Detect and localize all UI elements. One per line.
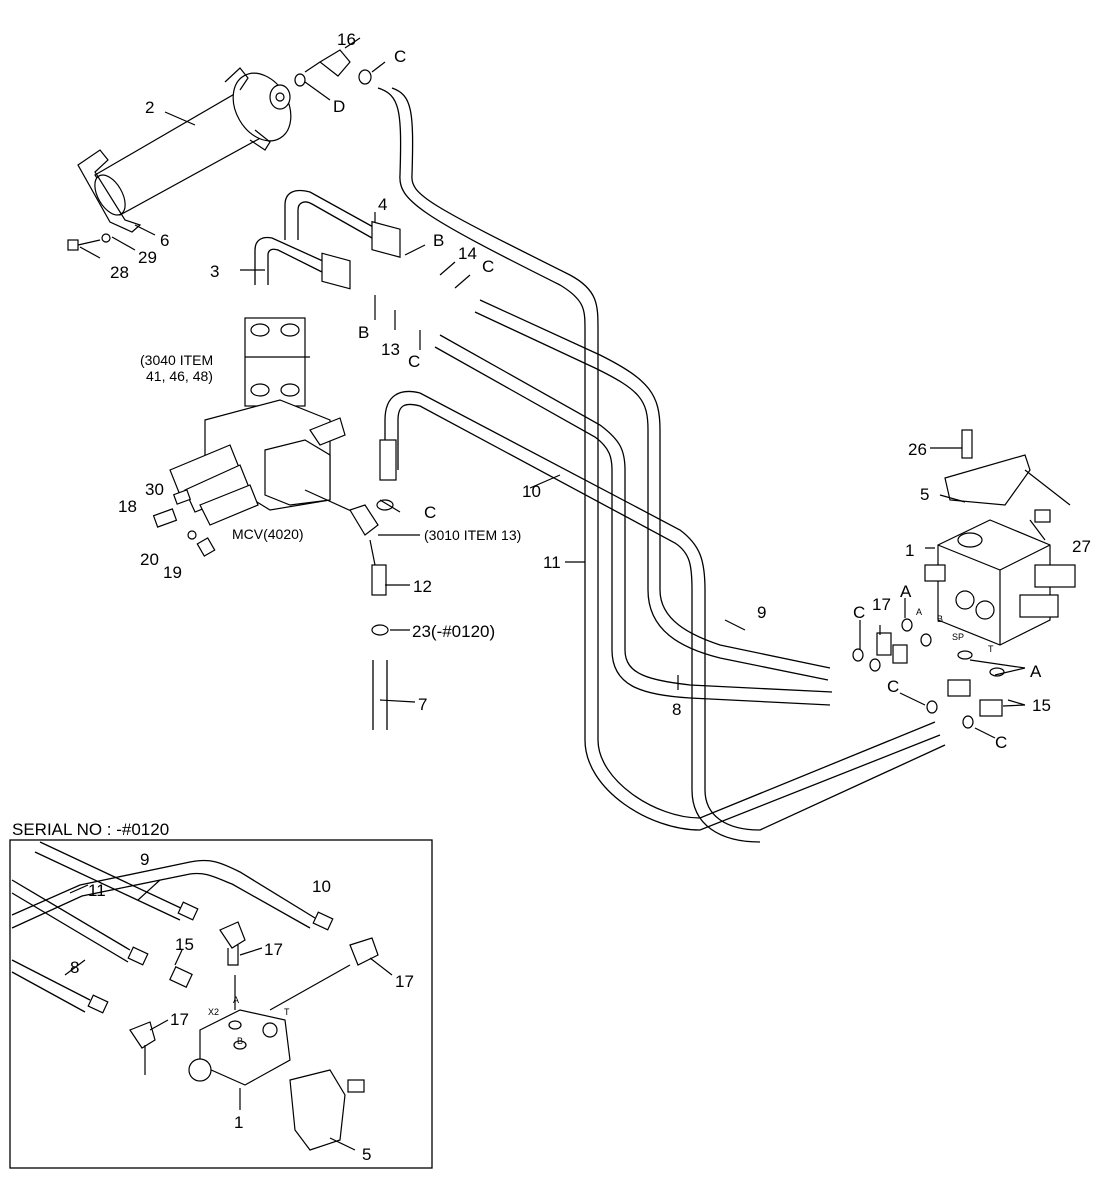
part-label-23: 23(-#0120) — [412, 622, 495, 641]
part-label-a: A — [1030, 662, 1042, 681]
part-label-18: 18 — [118, 497, 137, 516]
part-label-15: 15 — [1032, 696, 1051, 715]
inset-serial-detail: SERIAL NO : -#0120 — [9, 820, 433, 1169]
part-label-9: 9 — [757, 603, 766, 622]
part-label-3: 3 — [210, 262, 219, 281]
inset-label-10: 10 — [312, 877, 331, 896]
port-label-sp: SP — [952, 632, 964, 642]
port-label-a: A — [916, 607, 922, 617]
part-label-12: 12 — [413, 577, 432, 596]
part-label-8: 8 — [672, 700, 681, 719]
part-label-20: 20 — [140, 550, 159, 569]
inset-label-8: 8 — [70, 958, 79, 977]
part-label-c: C — [887, 677, 899, 696]
part-label-c: C — [482, 257, 494, 276]
inset-port-t: T — [284, 1007, 290, 1017]
part-label-b: B — [358, 323, 369, 342]
hose-8 — [439, 334, 833, 693]
hose-9 — [479, 299, 831, 669]
hose-11 — [377, 87, 941, 831]
reference-note-3010: (3010 ITEM 13) — [424, 527, 521, 543]
part-label-10: 10 — [522, 482, 541, 501]
part-label-29: 29 — [138, 248, 157, 267]
reference-note-3040-items: 41, 46, 48) — [146, 368, 213, 384]
part-label-4: 4 — [378, 195, 387, 214]
part-label-c: C — [853, 603, 865, 622]
inset-label-17: 17 — [264, 940, 283, 959]
part-label-d: D — [333, 97, 345, 116]
inset-label-11: 11 — [88, 881, 106, 900]
part-label-a: A — [900, 582, 912, 601]
mcv-label: MCV(4020) — [232, 526, 304, 542]
part-label-11: 11 — [543, 553, 561, 572]
elbow-fitting-16 — [304, 49, 351, 77]
inset-port-b: B — [237, 1036, 243, 1046]
inset-label-17: 17 — [170, 1010, 189, 1029]
part-label-5: 5 — [920, 485, 929, 504]
inset-title: SERIAL NO : -#0120 — [12, 820, 169, 839]
valve-block-1 — [924, 429, 1076, 646]
port-label-t: T — [988, 644, 994, 654]
part-label-b: B — [433, 231, 444, 250]
pipe-4 — [284, 189, 376, 240]
cylinder-assembly — [77, 67, 292, 233]
part-label-28: 28 — [110, 263, 129, 282]
part-label-2: 2 — [145, 98, 154, 117]
reference-note-3040: (3040 ITEM — [140, 352, 213, 368]
pipe-3 — [254, 236, 326, 285]
part-label-7: 7 — [418, 695, 427, 714]
part-label-14: 14 — [458, 244, 477, 263]
part-label-26: 26 — [908, 440, 927, 459]
part-label-6: 6 — [160, 231, 169, 250]
part-label-30: 30 — [145, 480, 164, 499]
part-label-c: C — [995, 733, 1007, 752]
part-label-c: C — [424, 503, 436, 522]
part-label-19: 19 — [163, 563, 182, 582]
part-label-c: C — [408, 352, 420, 371]
part-label-27: 27 — [1072, 537, 1091, 556]
part-label-17: 17 — [872, 595, 891, 614]
inset-port-a: A — [233, 995, 239, 1005]
inset-label-1: 1 — [234, 1113, 243, 1132]
main-control-valve — [169, 317, 346, 526]
part-label-16: 16 — [337, 30, 356, 49]
part-label-13: 13 — [381, 340, 400, 359]
part-label-1: 1 — [905, 541, 914, 560]
inset-label-17: 17 — [395, 972, 414, 991]
hose-10 — [384, 390, 946, 831]
inset-label-9: 9 — [140, 850, 149, 869]
inset-label-5: 5 — [362, 1145, 371, 1164]
port-label-b: B — [937, 614, 943, 624]
inset-port-x2: X2 — [208, 1007, 219, 1017]
inset-label-15: 15 — [175, 935, 194, 954]
part-label-c: C — [394, 47, 406, 66]
hose-7 — [372, 660, 388, 730]
